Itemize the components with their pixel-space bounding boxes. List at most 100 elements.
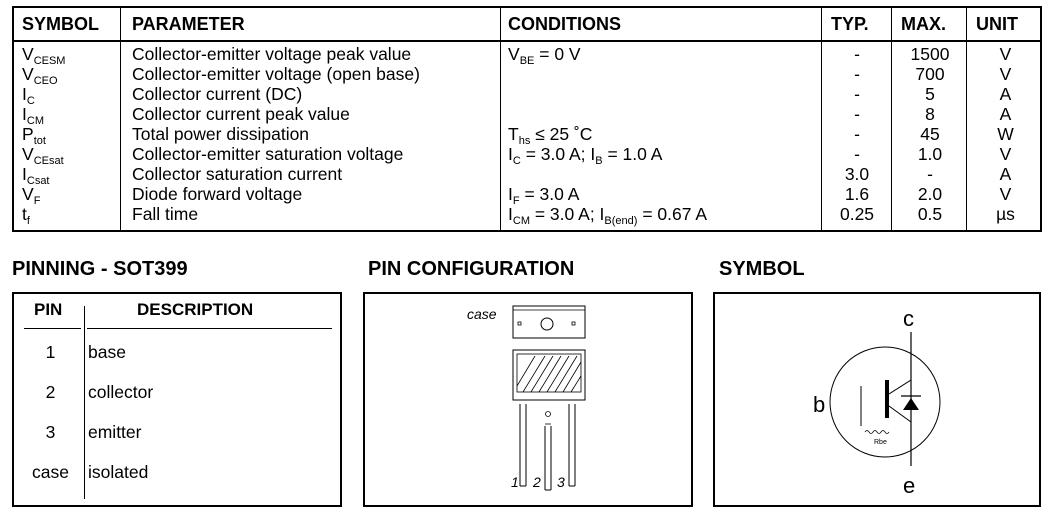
- case-label: case: [467, 306, 497, 322]
- symbol-title: SYMBOL: [719, 258, 805, 280]
- conditions-cell: VBE = 0 V: [508, 44, 581, 67]
- typ-cell: 3.0: [844, 164, 870, 184]
- column-divider: [966, 8, 967, 230]
- header-conditions: CONDITIONS: [508, 14, 622, 34]
- parameter-cell: Collector saturation current: [132, 164, 343, 184]
- mounting-hole: [540, 317, 554, 331]
- max-cell: 5: [925, 84, 935, 104]
- symbol-cell: ICsat: [22, 164, 50, 187]
- pin-configuration-title: PIN CONFIGURATION: [368, 258, 575, 280]
- parameter-cell: Fall time: [132, 204, 199, 224]
- typ-cell: 1.6: [844, 184, 870, 204]
- symbol-cell: VF: [22, 184, 41, 207]
- pin-description: collector: [88, 382, 154, 402]
- diode-icon: [903, 398, 919, 410]
- pin-2-label: 2: [532, 474, 541, 490]
- column-divider: [120, 8, 121, 230]
- table-row: IC Collector current (DC) - 5 A: [14, 84, 1040, 107]
- body-hatching: [516, 355, 582, 393]
- column-divider: [84, 306, 85, 499]
- pin-description: base: [88, 342, 126, 362]
- typ-cell: -: [854, 84, 860, 104]
- typ-cell: -: [854, 64, 860, 84]
- symbol-cell: ICM: [22, 104, 44, 127]
- table-row: VCEO Collector-emitter voltage (open base…: [14, 64, 1040, 87]
- column-divider: [891, 8, 892, 230]
- header-symbol: SYMBOL: [22, 14, 100, 34]
- max-cell: 700: [915, 64, 945, 84]
- typ-cell: -: [854, 144, 860, 164]
- unit-cell: µs: [996, 204, 1015, 224]
- symbol-cell: VCEO: [22, 64, 58, 87]
- conditions-cell: Ths ≤ 25 ˚C: [508, 124, 593, 147]
- unit-cell: V: [999, 44, 1012, 64]
- parameter-cell: Collector current peak value: [132, 104, 350, 124]
- typ-cell: 0.25: [839, 204, 875, 224]
- max-cell: 8: [925, 104, 935, 124]
- header-max: MAX.: [901, 14, 946, 34]
- parameter-cell: Collector-emitter saturation voltage: [132, 144, 404, 164]
- parameter-cell: Collector-emitter voltage peak value: [132, 44, 412, 64]
- max-cell: 2.0: [917, 184, 943, 204]
- unit-cell: A: [999, 104, 1012, 124]
- unit-cell: V: [999, 64, 1012, 84]
- pin-1-label: 1: [511, 474, 519, 490]
- header-typ: TYP.: [831, 14, 869, 34]
- table-row: VCESM Collector-emitter voltage peak valu…: [14, 44, 1040, 67]
- pinning-title: PINNING - SOT399: [12, 258, 188, 280]
- transistor-circle: [829, 346, 941, 458]
- header-description: DESCRIPTION: [137, 300, 254, 319]
- max-cell: 1500: [910, 44, 950, 64]
- header-unit: UNIT: [976, 14, 1018, 34]
- typ-cell: -: [854, 44, 860, 64]
- header-underline: [24, 328, 81, 329]
- emitter-label: e: [903, 473, 915, 498]
- parameter-cell: Collector current (DC): [132, 84, 303, 104]
- pin-number: 3: [45, 422, 56, 442]
- conditions-cell: IC = 3.0 A; IB = 1.0 A: [508, 144, 663, 167]
- max-cell: 1.0: [917, 144, 943, 164]
- pin-configuration-box: case 1 2 3: [363, 292, 693, 507]
- case-outline: [512, 305, 586, 339]
- max-cell: 45: [920, 124, 940, 144]
- rbe-label: Rbe: [874, 439, 887, 446]
- pin-number: 1: [45, 342, 56, 362]
- table-row: VCEsat Collector-emitter saturation volta…: [14, 144, 1040, 167]
- collector-label: c: [903, 306, 914, 331]
- unit-cell: A: [999, 84, 1012, 104]
- pin-leads: [519, 404, 576, 491]
- pin-number: 2: [45, 382, 56, 402]
- base-label: b: [813, 392, 825, 417]
- header-underline: [87, 328, 332, 329]
- parameter-cell: Total power dissipation: [132, 124, 310, 144]
- symbol-cell: VCEsat: [22, 144, 64, 167]
- column-divider: [821, 8, 822, 230]
- base-bar: [885, 380, 889, 418]
- column-divider: [500, 8, 501, 230]
- pin-description: emitter: [88, 422, 142, 442]
- symbol-cell: VCESM: [22, 44, 66, 67]
- table-header: SYMBOL PARAMETER CONDITIONS TYP. MAX. UN…: [14, 8, 1040, 42]
- unit-cell: W: [997, 124, 1014, 144]
- pin-3-label: 3: [557, 474, 565, 490]
- typ-cell: -: [854, 124, 860, 144]
- conditions-cell: ICM = 3.0 A; IB(end) = 0.67 A: [508, 204, 708, 227]
- header-pin: PIN: [34, 300, 63, 319]
- header-parameter: PARAMETER: [132, 14, 245, 34]
- unit-cell: A: [999, 164, 1012, 184]
- table-row: ICM Collector current peak value - 8 A: [14, 104, 1040, 127]
- pin-description: isolated: [88, 462, 149, 482]
- typ-cell: -: [854, 104, 860, 124]
- parameter-cell: Collector-emitter voltage (open base): [132, 64, 420, 84]
- symbol-box: Rbe c b e: [713, 292, 1041, 507]
- resistor-icon: [864, 430, 890, 434]
- transistor-symbol: Rbe c b e: [813, 306, 941, 498]
- parameter-table: SYMBOL PARAMETER CONDITIONS TYP. MAX. UN…: [12, 6, 1042, 232]
- symbol-cell: IC: [22, 84, 35, 107]
- parameter-cell: Diode forward voltage: [132, 184, 303, 204]
